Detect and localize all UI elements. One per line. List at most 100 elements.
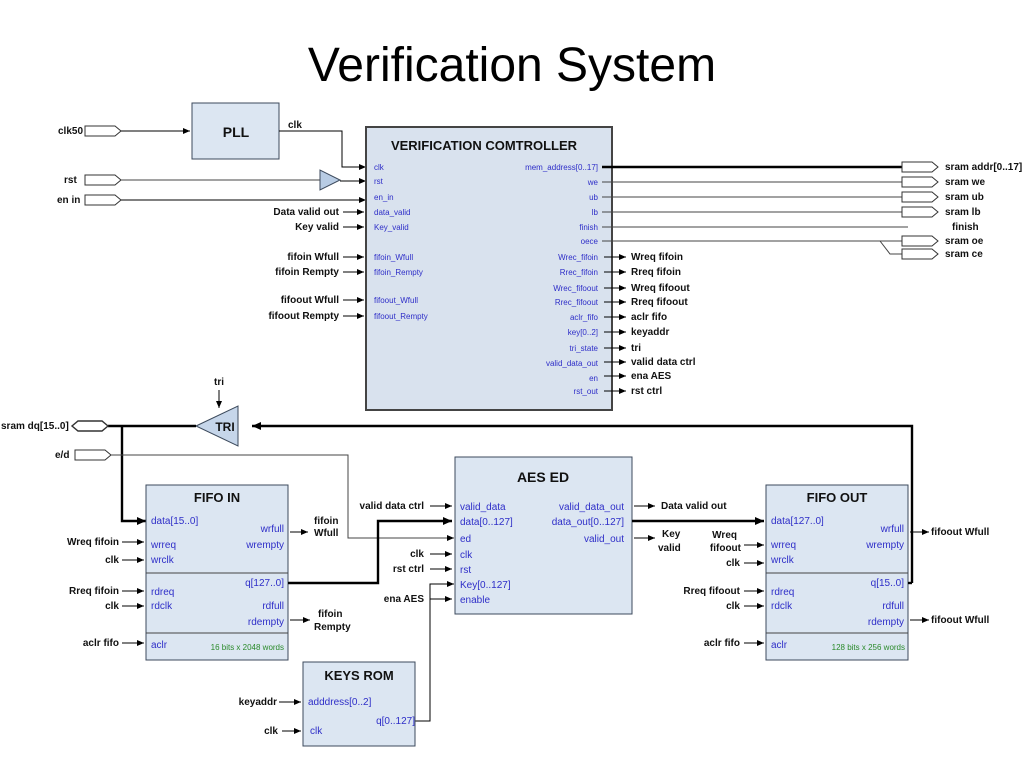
fifo-in-title: FIFO IN	[194, 490, 240, 505]
sram-dq-pin	[70, 420, 110, 432]
fifo-in-port-q-127-0: q[127..0]	[245, 578, 284, 589]
pin-sram-lb	[901, 206, 939, 218]
vc-port-finish: finish	[579, 223, 598, 232]
vc-title: VERIFICATION COMTROLLER	[391, 138, 578, 153]
fifo-in-port-rdreq: rdreq	[151, 587, 174, 598]
pin-sram-addr-0-17	[901, 161, 939, 173]
fifo-in-port-wrempty: wrempty	[245, 540, 284, 551]
fifo-in-port-wrreq: wrreq	[150, 540, 176, 551]
vc-port-oece: oece	[581, 237, 599, 246]
vc-port-en-in: en_in	[374, 193, 394, 202]
aes-port-clk: clk	[460, 550, 473, 561]
fifo-out-output-wfull: fifoout Wfull	[931, 527, 990, 538]
vc-output-ports: mem_address[0..17]weublbfinishoeceWrec_f…	[525, 163, 599, 396]
aes-output-key-line1: Key	[662, 529, 681, 540]
page-title: Verification System	[307, 39, 717, 92]
vc-port-lb: lb	[592, 208, 599, 217]
rom-port-address: adddress[0..2]	[308, 697, 372, 708]
fifo-out-output-wfull-2: fifoout Wfull	[931, 615, 990, 626]
vc-output-sram-lb: sram lb	[945, 207, 981, 218]
aes-output-key-valid: valid	[658, 543, 681, 554]
fifo-out-port-rdreq: rdreq	[771, 587, 794, 598]
aes-input-rst-ctrl: rst ctrl	[393, 564, 424, 575]
fifo-out-wreq-line2: fifoout	[710, 543, 742, 554]
vc-port-key-valid: Key_valid	[374, 223, 409, 232]
fifo-out-port-wrreq: wrreq	[770, 540, 796, 551]
tri-title: TRI	[215, 420, 234, 434]
fifo-in-port-data-15-0: data[15..0]	[151, 516, 198, 527]
fifo-in-note: 16 bits x 2048 words	[211, 643, 284, 652]
fifo-in-port-rdempty: rdempty	[248, 617, 284, 628]
aes-port-valid-out: valid_out	[584, 534, 624, 545]
vc-ctrl-valid-data-ctrl: valid data ctrl	[631, 357, 696, 368]
vc-input-ports: clkrsten_indata_validKey_validfifoin_Wfu…	[374, 163, 428, 321]
tri-buffer	[194, 405, 239, 447]
keys-rom-title: KEYS ROM	[324, 668, 393, 683]
fifo-out-title: FIFO OUT	[807, 490, 868, 505]
fifo-in-port-rdclk: rdclk	[151, 601, 173, 612]
fifo-out-port-aclr: aclr	[771, 640, 788, 651]
vc-port-wrec-fifoin: Wrec_fifoin	[558, 253, 598, 262]
vc-output-sram-addr-0-17: sram addr[0..17]	[945, 162, 1022, 173]
vc-ctrl-wreq-fifoout: Wreq fifoout	[631, 283, 690, 294]
fifo-in-input-clk-1: clk	[105, 555, 119, 566]
vc-input-fifoin-wfull: fifoin Wfull	[287, 252, 339, 263]
aes-port-key-0-127: Key[0..127]	[460, 580, 511, 591]
fifo-in-input-rreq-fifoin-2: Rreq fifoin	[69, 586, 119, 597]
aes-ports: valid_datadata[0..127]edclkrstKey[0..127…	[460, 502, 624, 606]
fifo-out-ports: data[127..0]wrreqwrclkrdreqrdclkaclrwrfu…	[770, 516, 904, 651]
vc-ctrl-ena-aes: ena AES	[631, 371, 672, 382]
aes-port-data-out-0-127: data_out[0..127]	[552, 517, 625, 528]
vc-port-clk: clk	[374, 163, 385, 172]
verification-controller-block	[365, 126, 613, 411]
vc-ctrl-wreq-fifoin: Wreq fifoin	[631, 252, 683, 263]
en-in-label: en in	[57, 195, 80, 206]
fifo-out-input-clk-3: clk	[726, 601, 740, 612]
fifo-in-wfull-line1: fifoin	[314, 516, 338, 527]
vc-output-finish: finish	[952, 222, 979, 233]
pin-sram-oe	[901, 235, 939, 247]
fifo-out-port-wrclk: wrclk	[770, 555, 795, 566]
pll-block	[191, 102, 280, 160]
vc-input-key-valid: Key valid	[295, 222, 339, 233]
pin-sram-ce	[901, 248, 939, 260]
fifo-out-port-rdempty: rdempty	[868, 617, 904, 628]
fifo-in-port-wrfull: wrfull	[260, 524, 284, 535]
aes-port-rst: rst	[460, 565, 471, 576]
vc-port-aclr-fifo: aclr_fifo	[570, 313, 599, 322]
vc-port-key-0-2: key[0..2]	[568, 328, 598, 337]
clk50-label: clk50	[58, 126, 83, 137]
rom-port-q: q[0..127]	[376, 716, 415, 727]
vc-ctrl-keyaddr: keyaddr	[631, 327, 669, 338]
vc-output-sram-ub: sram ub	[945, 192, 984, 203]
vc-input-fifoin-rempty: fifoin Rempty	[275, 267, 339, 278]
rom-input-clk: clk	[264, 726, 278, 737]
fifo-in-ports: data[15..0]wrreqwrclkrdreqrdclkaclrwrful…	[150, 516, 284, 651]
pll-title: PLL	[223, 124, 250, 140]
en-in-pin	[84, 194, 122, 206]
pin-sram-ub	[901, 191, 939, 203]
vc-port-mem-address-0-17: mem_address[0..17]	[525, 163, 598, 172]
vc-port-ub: ub	[589, 193, 598, 202]
fifo-out-port-rdfull: rdfull	[882, 601, 904, 612]
fifo-out-input-clk-1: clk	[726, 558, 740, 569]
pll-clk-label: clk	[288, 120, 302, 131]
fifo-out-port-wrempty: wrempty	[865, 540, 904, 551]
aes-title: AES ED	[517, 469, 569, 485]
fifo-out-input-rreq-fifoout-2: Rreq fifoout	[683, 586, 740, 597]
tri-control-label: tri	[214, 377, 224, 388]
vc-port-data-valid: data_valid	[374, 208, 410, 217]
aes-port-valid-data: valid_data	[460, 502, 506, 513]
vc-output-sram-ce: sram ce	[945, 249, 983, 260]
vc-ctrl-tri: tri	[631, 343, 641, 354]
fifo-in-rempty-output: Rempty	[314, 622, 351, 633]
keys-rom-block	[302, 661, 416, 747]
